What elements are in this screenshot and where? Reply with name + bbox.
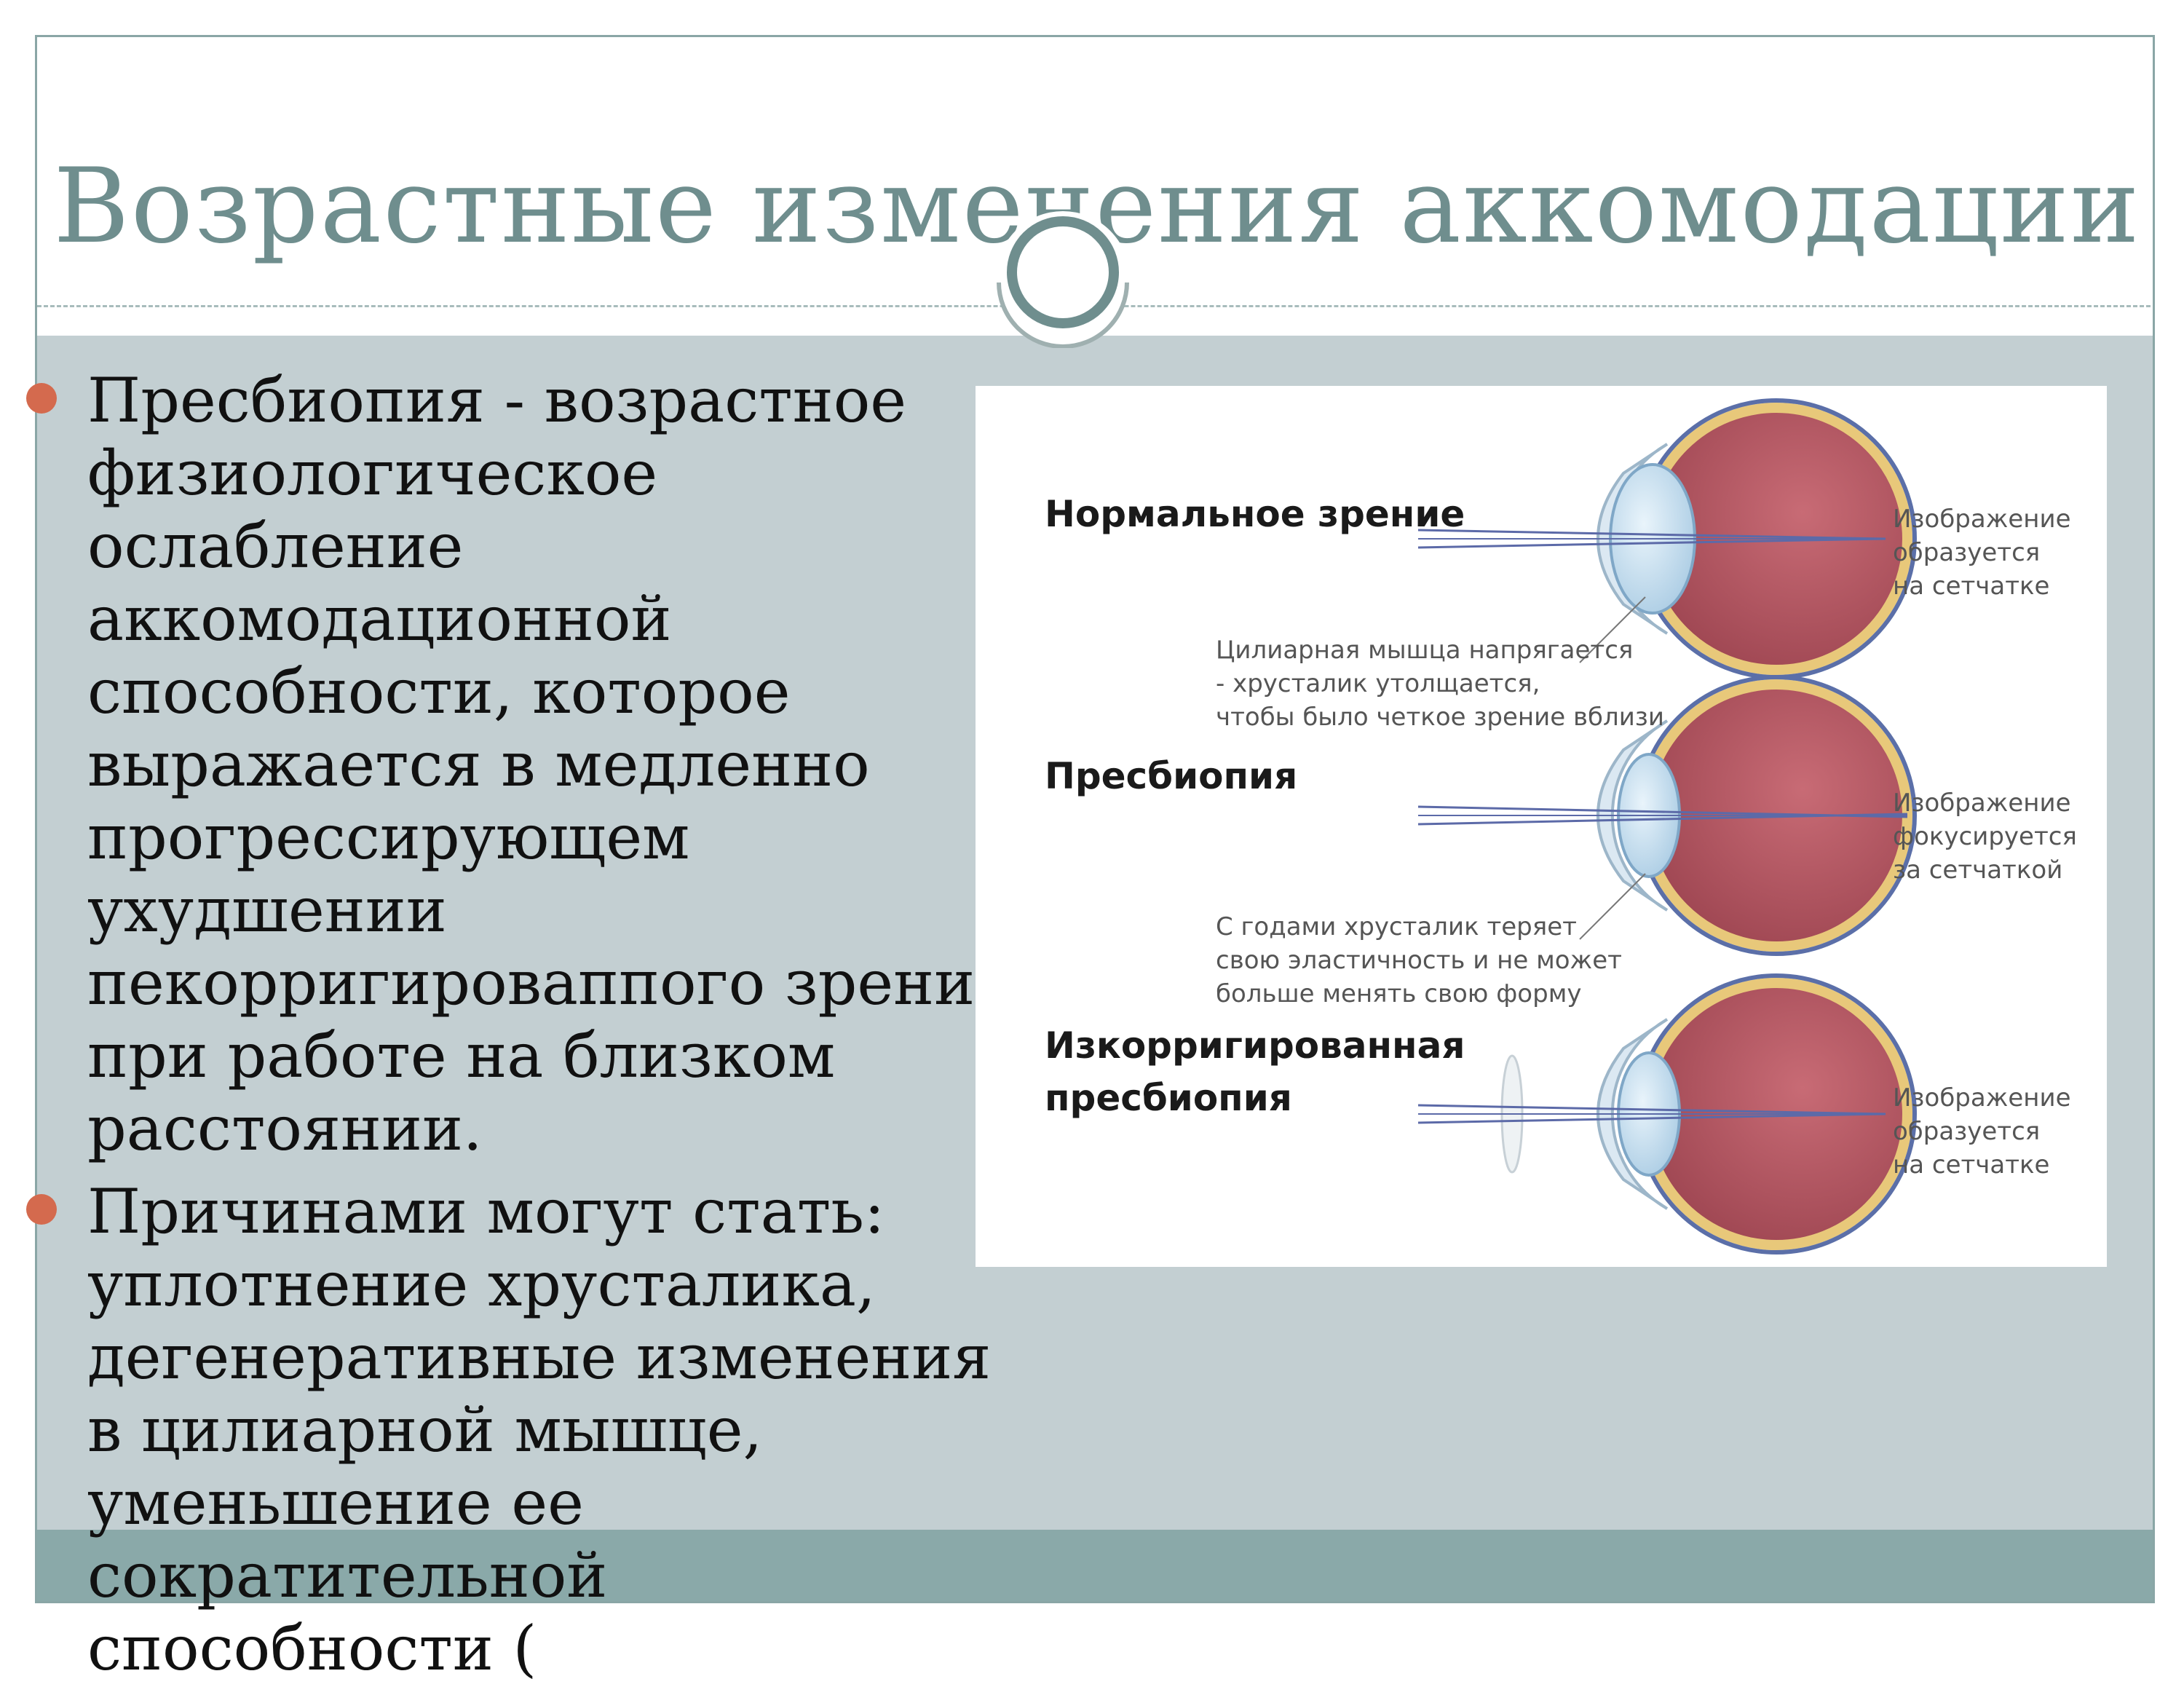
- bullet-dot: [26, 383, 57, 414]
- side-line: образуется: [1893, 538, 2041, 567]
- side-line: Изображение: [1893, 505, 2071, 534]
- note-line: больше менять свою форму: [1216, 979, 1582, 1008]
- eye-presbyopia: [1417, 675, 1917, 956]
- note-line: чтобы было четкое зрение вблизи: [1216, 703, 1664, 732]
- note-line: С годами хрусталик теряет: [1216, 912, 1577, 941]
- eye-diagram: Нормальное зрение Цилиарная мышца напряг…: [976, 386, 2107, 1267]
- side-line: фокусируется: [1893, 822, 2077, 851]
- bullet-text: Причинами могут стать: уплотнение хруста…: [87, 1176, 992, 1684]
- ring-ornament: [996, 211, 1130, 348]
- side-line: на сетчатке: [1893, 1150, 2050, 1180]
- note-line: Цилиарная мышца напрягается: [1216, 636, 1634, 665]
- eye-diagram-drawing: [1417, 398, 1917, 1255]
- side-line: Изображение: [1893, 789, 2071, 818]
- panel-side-label: Изображение образуется на сетчатке: [1893, 502, 2071, 603]
- note-line: свою эластичность и не может: [1216, 946, 1622, 975]
- heading-line: Изкорригированная: [1045, 1024, 1465, 1067]
- panel-side-label: Изображение фокусируется за сетчаткой: [1893, 786, 2077, 887]
- heading-line: пресбиопия: [1045, 1077, 1292, 1119]
- side-line: на сетчатке: [1893, 572, 2050, 601]
- note-line: - хрусталик утолщается,: [1216, 669, 1540, 698]
- side-line: Изображение: [1893, 1083, 2071, 1113]
- panel-note: С годами хрусталик теряет свою эластично…: [1216, 910, 1622, 1011]
- bullet-list: Пресбиопия - возрастное физиологическое …: [26, 364, 1019, 1695]
- footer-band: [37, 1530, 2153, 1601]
- bullet-item: Пресбиопия - возрастное физиологическое …: [26, 364, 1019, 1165]
- panel-note: Цилиарная мышца напрягается - хрусталик …: [1216, 633, 1664, 734]
- bullet-text: Пресбиопия - возрастное физиологическое …: [87, 365, 1014, 1164]
- bullet-item: Причинами могут стать: уплотнение хруста…: [26, 1175, 1019, 1685]
- bullet-dot: [26, 1194, 57, 1225]
- eye-corrected: [1417, 973, 1917, 1255]
- panel-heading: Нормальное зрение: [1045, 488, 1465, 540]
- panel-side-label: Изображение образуется на сетчатке: [1893, 1081, 2071, 1182]
- heading-line: Нормальное зрение: [1045, 493, 1465, 535]
- panel-heading: Пресбиопия: [1045, 750, 1297, 802]
- eye-normal: [1417, 398, 1917, 679]
- panel-heading: Изкорригированная пресбиопия: [1045, 1019, 1465, 1124]
- side-line: за сетчаткой: [1893, 856, 2063, 885]
- heading-line: Пресбиопия: [1045, 755, 1298, 797]
- side-line: образуется: [1893, 1117, 2041, 1146]
